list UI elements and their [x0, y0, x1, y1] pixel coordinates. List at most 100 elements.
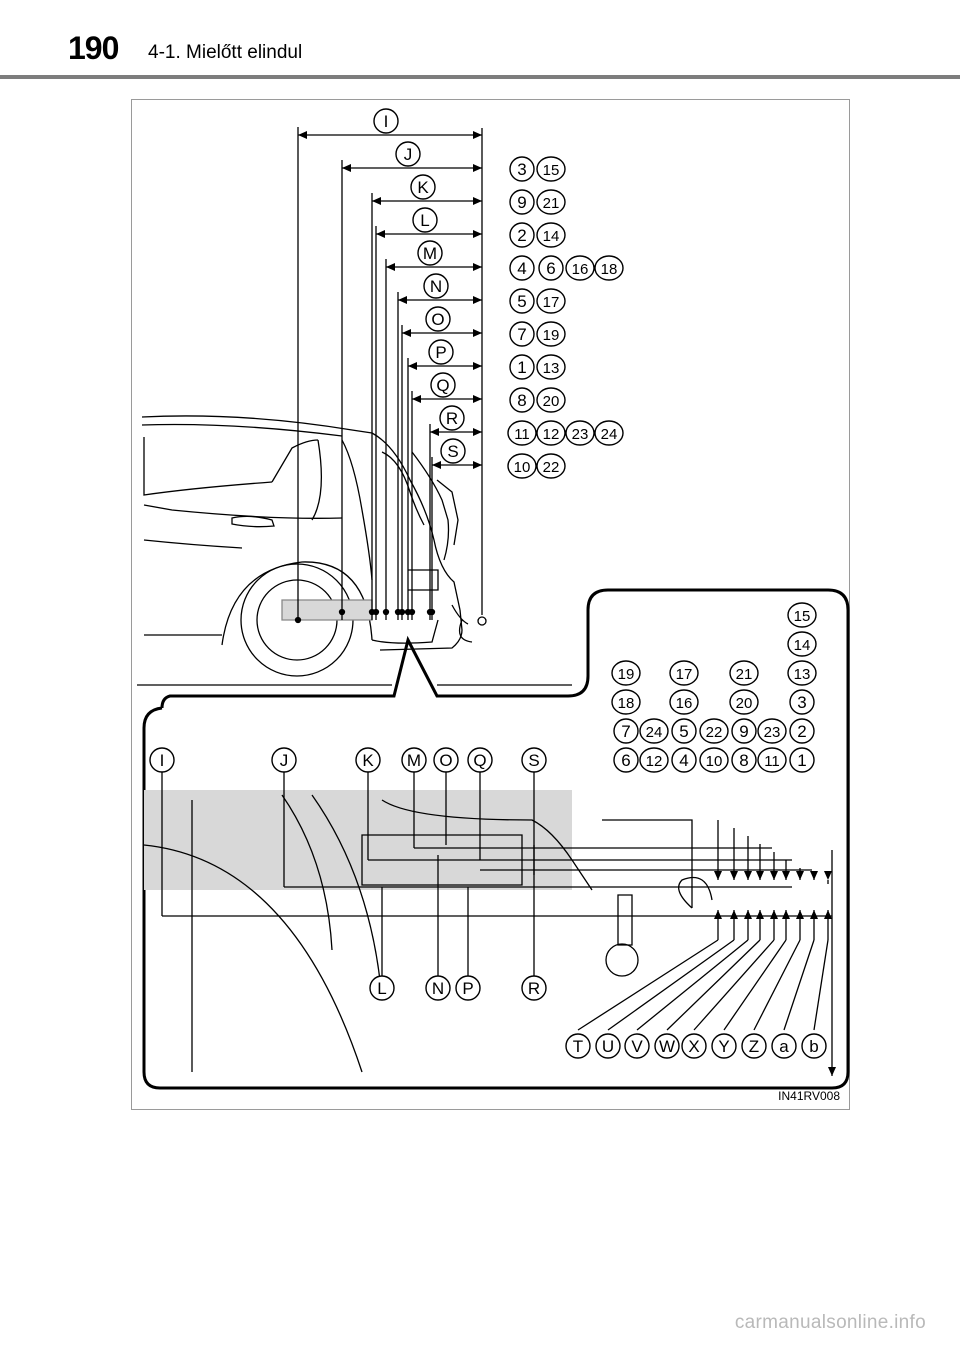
- point-I: [294, 616, 302, 624]
- dimension-letter-a: a: [771, 1033, 797, 1059]
- arrow-head: [473, 164, 482, 172]
- dim-leader-Z: [753, 939, 801, 1031]
- callout-circle: [729, 660, 759, 686]
- callout-text: 21: [543, 195, 560, 212]
- detail-callout-panel: [142, 588, 850, 1090]
- dim-leader-a: [783, 939, 815, 1031]
- arrow-head: [473, 131, 482, 139]
- detail-letter-I: I: [149, 747, 175, 773]
- callout-circle: [440, 438, 466, 464]
- number-callout-21: 21: [536, 189, 566, 215]
- callout-text: 13: [543, 360, 560, 377]
- callout-text: 20: [736, 695, 753, 712]
- callout-text: 3: [797, 693, 806, 712]
- callout-circle: [536, 288, 566, 314]
- callout-text: X: [688, 1037, 699, 1056]
- number-column-callout-15: 15: [787, 602, 817, 628]
- callout-text: 3: [517, 160, 526, 179]
- number-callout-10: 10: [507, 453, 537, 479]
- arrow-head: [473, 197, 482, 205]
- callout-text: 19: [618, 666, 635, 683]
- callout-circle: [565, 255, 595, 281]
- letter-callout-M: M: [417, 240, 443, 266]
- arrow-head: [412, 395, 421, 403]
- callout-circle: [669, 660, 699, 686]
- callout-circle: [681, 1033, 707, 1059]
- dimension-letter-b: b: [801, 1033, 827, 1059]
- callout-circle: [536, 420, 566, 446]
- callout-circle: [595, 1033, 621, 1059]
- callout-circle: [536, 387, 566, 413]
- arrow-head: [730, 910, 738, 919]
- rear-glass-inner: [381, 451, 425, 526]
- callout-circle: [536, 156, 566, 182]
- callout-circle: [355, 747, 381, 773]
- detail-safety-loop: [617, 894, 633, 946]
- callout-text: 21: [736, 666, 753, 683]
- callout-text: N: [430, 277, 442, 296]
- dim-leader-Y: [723, 939, 787, 1031]
- callout-text: 15: [794, 608, 811, 625]
- callout-text: 5: [517, 292, 526, 311]
- callout-circle: [395, 141, 421, 167]
- number-column-callout-6: 6: [613, 747, 639, 773]
- point-J: [338, 608, 346, 616]
- callout-text: 17: [676, 666, 693, 683]
- callout-circle: [536, 453, 566, 479]
- arrow-head: [473, 461, 482, 469]
- arrow-head: [782, 871, 790, 880]
- letter-callout-K: K: [410, 174, 436, 200]
- window-pillar: [271, 439, 319, 483]
- callout-text: 4: [517, 259, 526, 278]
- callout-circle: [611, 660, 641, 686]
- callout-circle: [536, 189, 566, 215]
- callout-circle: [509, 321, 535, 347]
- number-column-callout-3: 3: [789, 689, 815, 715]
- arrow-head: [473, 395, 482, 403]
- number-column-callout-20: 20: [729, 689, 759, 715]
- number-callout-7: 7: [509, 321, 535, 347]
- callout-text: 24: [601, 426, 618, 443]
- callout-text: J: [404, 145, 413, 164]
- letter-callout-S: S: [440, 438, 466, 464]
- callout-circle: [467, 747, 493, 773]
- callout-text: S: [447, 442, 458, 461]
- callout-circle: [711, 1033, 737, 1059]
- number-callout-23: 23: [565, 420, 595, 446]
- callout-text: L: [420, 211, 429, 230]
- number-callout-12: 12: [536, 420, 566, 446]
- number-column-callout-9: 9: [731, 718, 757, 744]
- callout-circle: [536, 354, 566, 380]
- callout-text: 22: [543, 459, 560, 476]
- callout-circle: [536, 321, 566, 347]
- arrow-head: [828, 1067, 836, 1076]
- arrow-head: [473, 230, 482, 238]
- arrow-head: [430, 428, 439, 436]
- arrow-head: [782, 910, 790, 919]
- number-callout-11: 11: [507, 420, 537, 446]
- hitch-bar: [451, 604, 469, 625]
- arrow-head: [386, 263, 395, 271]
- dimension-letter-W: W: [654, 1033, 680, 1059]
- pillar: [341, 439, 373, 581]
- number-column-callout-16: 16: [669, 689, 699, 715]
- callout-circle: [669, 689, 699, 715]
- callout-text: 22: [706, 724, 723, 741]
- detail-letter-P: P: [455, 975, 481, 1001]
- callout-text: S: [528, 751, 539, 770]
- callout-circle: [428, 339, 454, 365]
- callout-text: 23: [572, 426, 589, 443]
- callout-text: I: [384, 112, 389, 131]
- door-handle: [231, 515, 275, 528]
- number-callout-5: 5: [509, 288, 535, 314]
- callout-circle: [521, 747, 547, 773]
- number-column-callout-1: 1: [789, 747, 815, 773]
- callout-text: P: [462, 979, 473, 998]
- callout-text: Q: [436, 376, 449, 395]
- detail-receiver: [602, 819, 693, 908]
- number-callout-3: 3: [509, 156, 535, 182]
- callout-circle: [639, 718, 669, 744]
- callout-text: 11: [764, 753, 780, 770]
- callout-circle: [671, 718, 697, 744]
- letter-callout-N: N: [423, 273, 449, 299]
